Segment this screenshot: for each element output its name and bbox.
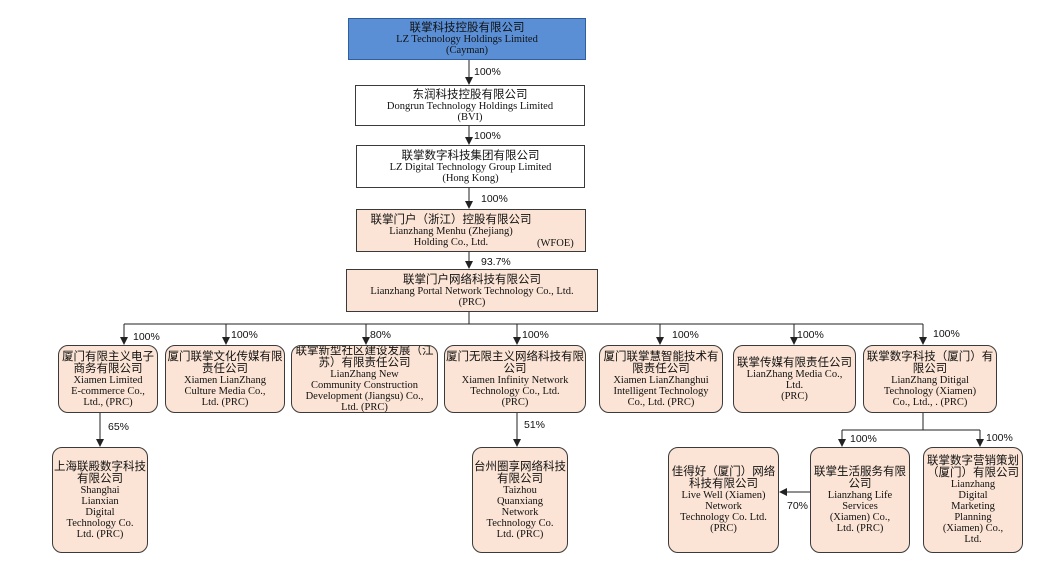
pct-portal-xm-culture: 100% (231, 329, 258, 341)
entity-xiamen-culture-media: 厦门联掌文化传媒有限责任公司 Xiamen LianZhang Culture … (165, 345, 285, 413)
entity-jiangsu-community: 联掌新型社区建设发展（江苏）有限责任公司 LianZhang New Commu… (291, 345, 438, 413)
entity-lianzhang-media: 联掌传媒有限责任公司 LianZhang Media Co., Ltd. (PR… (733, 345, 856, 413)
pct-portal-xm-limited: 100% (133, 331, 160, 343)
pct-portal-xm-intelligent: 100% (672, 329, 699, 341)
entity-taizhou-quanxiang: 台州圈享网络科技有限公司 Taizhou Quanxiang Network T… (472, 447, 568, 553)
entity-life-services: 联掌生活服务有限公司 Lianzhang Life Services (Xiam… (810, 447, 910, 553)
entity-xiamen-limited: 厦门有限主义电子商务有限公司 Xiamen Limited E-commerce… (58, 345, 158, 413)
pct-portal-xm-infinity: 100% (522, 329, 549, 341)
pct-portal-js-community: 80% (370, 329, 392, 341)
entity-xiamen-infinity: 厦门无限主义网络科技有限公司 Xiamen Infinity Network T… (444, 345, 586, 413)
entity-xiamen-intelligent: 厦门联掌慧智能技术有限责任公司 Xiamen LianZhanghui Inte… (599, 345, 723, 413)
entity-lz-technology-cayman: 联掌科技控股有限公司 LZ Technology Holdings Limite… (348, 18, 586, 60)
entity-shanghai-lianxian: 上海联殿数字科技有限公司 Shanghai Lianxian Digital T… (52, 447, 148, 553)
pct-cayman-dongrun: 100% (474, 66, 501, 78)
entity-dongrun-bvi: 东润科技控股有限公司 Dongrun Technology Holdings L… (355, 85, 585, 126)
entity-digital-marketing: 联掌数字营销策划（厦门）有限公司 Lianzhang Digital Marke… (923, 447, 1023, 553)
pct-digital-life: 100% (850, 433, 877, 445)
entity-lz-digital-hk: 联掌数字科技集团有限公司 LZ Digital Technology Group… (356, 145, 585, 188)
entity-menhu-zhejiang: 联掌门户（浙江）控股有限公司 Lianzhang Menhu (Zhejiang… (356, 209, 586, 252)
pct-dongrun-hk: 100% (474, 130, 501, 142)
entity-portal-network: 联掌门户网络科技有限公司 Lianzhang Portal Network Te… (346, 269, 598, 312)
pct-life-livewell: 70% (787, 500, 809, 512)
entity-lianzhang-digital-xiamen: 联掌数字科技（厦门）有限公司 LianZhang Ditigal Technol… (863, 345, 997, 413)
pct-digital-marketing: 100% (986, 432, 1013, 444)
pct-menhu-portal: 93.7% (481, 256, 511, 268)
pct-xm-infinity-tz: 51% (524, 419, 546, 431)
pct-xm-limited-sh: 65% (108, 421, 130, 433)
pct-portal-digital-xm: 100% (933, 328, 960, 340)
entity-live-well-xiamen: 佳得好（厦门）网络科技有限公司 Live Well (Xiamen) Netwo… (668, 447, 779, 553)
wfoe-tag: (WFOE) (537, 238, 574, 249)
pct-hk-menhu: 100% (481, 193, 508, 205)
pct-portal-media: 100% (797, 329, 824, 341)
